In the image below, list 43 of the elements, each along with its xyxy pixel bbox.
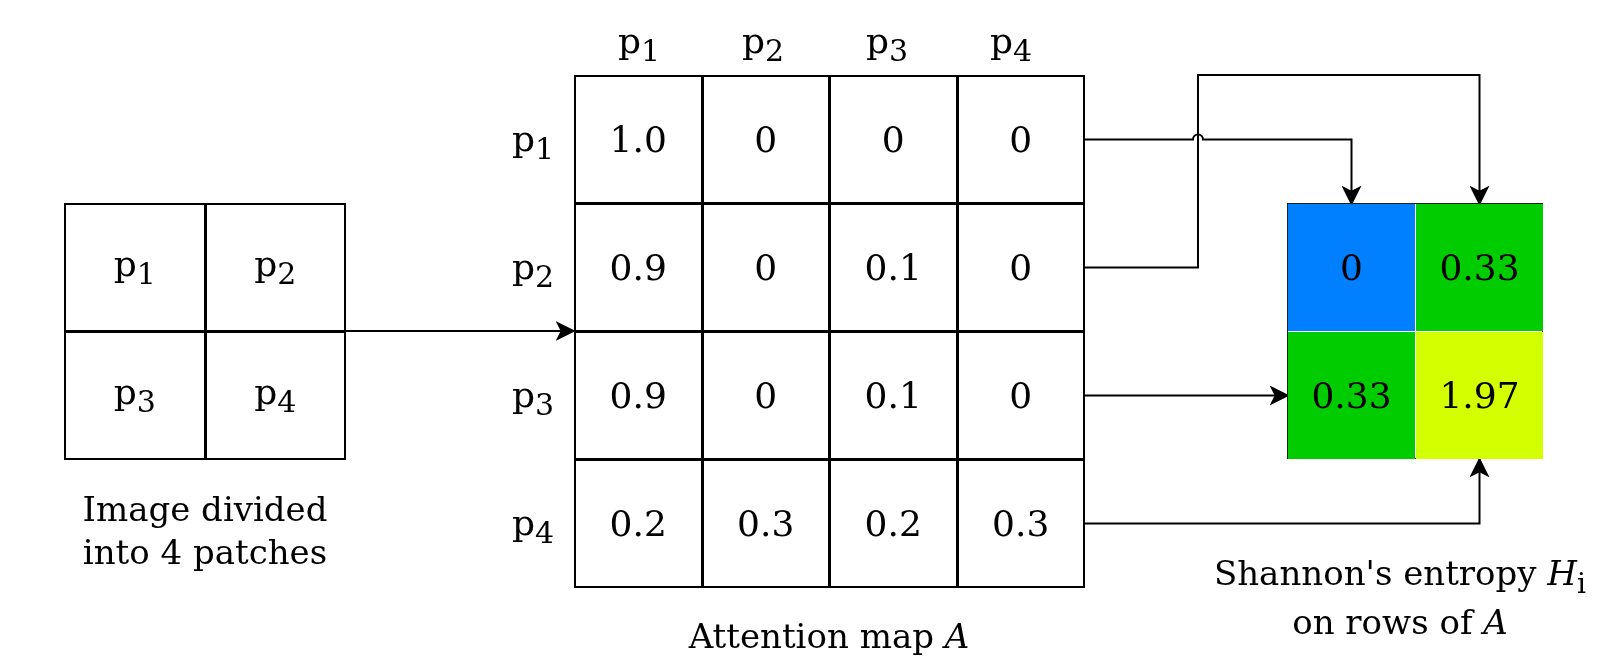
table-cell: 0 [956,75,1085,204]
table-cell: 0 [701,203,830,332]
grid-table [574,75,1084,587]
heatmap-grid [1287,203,1543,459]
table-cell: 0.3 [956,459,1085,588]
table-cell: 1.0 [574,75,703,204]
arrow [344,321,576,341]
table-cell: 0.9 [574,331,703,460]
table-cell: 0.3 [701,459,830,588]
column-header: p$_{1}$ [618,20,661,69]
row-header: p$_{2}$ [512,246,555,295]
row-header: p$_{4}$ [512,502,555,551]
node-label: Attention map A [687,615,971,658]
arrow [1084,74,1490,269]
table-cell: p$_{2}$ [204,203,346,332]
column-header: p$_{2}$ [742,20,785,69]
table-cell: 0 [956,203,1085,332]
table-cell: 0.1 [829,331,958,460]
arrow [1084,457,1490,525]
table-cell: 0.9 [574,203,703,332]
table-cell: 0 [829,75,958,204]
table-cell: p$_{1}$ [64,203,206,332]
table-cell: 0 [701,75,830,204]
table-cell: 0.2 [829,459,958,588]
row-header: p$_{3}$ [512,374,555,423]
heatmap-cell: 0 [1288,204,1415,331]
table-cell: p$_{3}$ [64,331,206,460]
heatmap-cell: 0.33 [1416,204,1543,331]
column-header: p$_{4}$ [990,20,1033,69]
table-cell: 0.2 [574,459,703,588]
table-cell: 0 [701,331,830,460]
row-header: p$_{1}$ [512,118,555,167]
column-header: p$_{3}$ [866,20,909,69]
heatmap-cell: 1.97 [1416,332,1543,459]
table-cell: 0 [956,331,1085,460]
arrow [1084,133,1362,206]
heatmap-cell: 0.33 [1288,332,1415,459]
table-cell: 0.1 [829,203,958,332]
table-cell: p$_{4}$ [204,331,346,460]
node-label: Shannon's entropy H$_{i}$ on rows of A [1212,552,1588,644]
arrow [1084,385,1290,406]
grid-table [64,203,345,459]
node-label: Image divided into 4 patches [81,488,329,573]
